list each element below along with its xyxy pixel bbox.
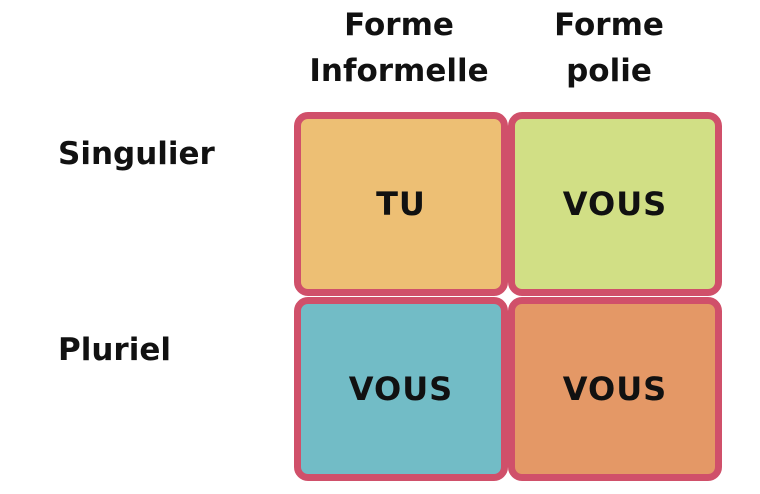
column-header-line: Informelle [309,53,489,89]
column-header-line: Forme [554,7,664,43]
column-header-line: polie [566,53,652,89]
cell-singular-polite: VOUS [508,112,722,296]
cell-text: VOUS [562,370,668,408]
cell-plural-polite: VOUS [508,297,722,481]
column-header-polite: Forme polie [496,2,722,94]
column-header-line: Forme [344,7,454,43]
cell-text: VOUS [348,370,454,408]
row-label-plural: Pluriel [58,332,171,368]
cell-singular-informal: TU [294,112,508,296]
cell-plural-informal: VOUS [294,297,508,481]
cell-text: TU [376,185,426,223]
cell-text: VOUS [562,185,668,223]
column-header-informal: Forme Informelle [286,2,512,94]
row-label-singular: Singulier [58,136,215,172]
